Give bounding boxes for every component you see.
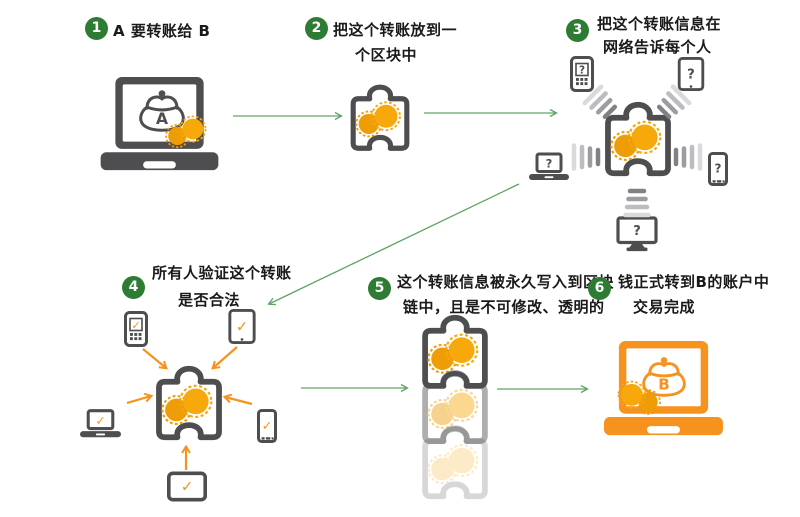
step-4-badge: 4 <box>122 276 145 299</box>
wallet-b-icon: B <box>642 355 686 397</box>
broadcast-waves-s <box>626 191 649 215</box>
check-mark: ✓ <box>181 478 194 496</box>
step-5-badge: 5 <box>368 277 391 300</box>
question-mark: ? <box>579 64 585 76</box>
feature-phone-question-icon: ? <box>570 56 594 92</box>
question-mark: ? <box>633 224 641 239</box>
broadcast-waves-ne <box>656 87 689 120</box>
wallet-b-letter: B <box>658 375 669 393</box>
step-2-label-line2: 个区块中 <box>355 46 418 64</box>
step-3-label-line1: 把这个转账信息在 <box>597 15 722 33</box>
step-3-badge: 3 <box>566 19 589 42</box>
validate-arrow-phone <box>142 348 168 370</box>
step-3-label-line2: 网络告诉每个人 <box>603 38 712 56</box>
step-5-label-line2: 链中，且是不可修改、透明的 <box>403 298 605 316</box>
check-mark: ✓ <box>95 414 105 428</box>
pad-check-icon: ✓ <box>167 471 207 502</box>
step-5-label-line1: 这个转账信息被永久写入到区块 <box>397 273 615 291</box>
broadcast-waves-w <box>574 146 598 169</box>
step-2-badge: 2 <box>305 17 328 40</box>
laptop-check-icon: ✓ <box>78 409 123 439</box>
tablet-question-icon: ? <box>677 57 705 91</box>
step-2-label-line1: 把这个转账放到一 <box>333 21 458 39</box>
smartphone-question-icon: ? <box>708 152 728 186</box>
broadcast-waves-e <box>676 146 700 169</box>
validate-arrow-tablet <box>211 346 238 370</box>
wallet-a-icon: A <box>139 88 185 132</box>
validate-arrow-smartphone <box>222 393 253 406</box>
monitor-question-icon: ? <box>616 216 658 253</box>
question-mark: ? <box>546 157 553 171</box>
step-1-label: A 要转账给 B <box>113 22 211 40</box>
step-6-label-line2: 交易完成 <box>633 298 696 316</box>
validate-arrow-laptop <box>126 392 154 405</box>
feature-phone-check-icon: ✓ <box>124 311 148 347</box>
question-mark: ? <box>715 162 722 176</box>
step-6-label-line1: 钱正式转到B的账户中 <box>618 273 770 291</box>
wallet-a-letter: A <box>156 109 169 128</box>
step-1-badge: 1 <box>85 17 108 40</box>
tablet-check-icon: ✓ <box>228 309 256 344</box>
step-4-label-line1: 所有人验证这个转账 <box>152 264 292 282</box>
arrow-step3-to-step4 <box>267 183 520 306</box>
step-6-badge: 6 <box>588 277 611 300</box>
check-mark: ✓ <box>236 318 248 335</box>
question-mark: ? <box>687 67 695 82</box>
broadcast-waves-nw <box>585 87 618 120</box>
step-4-label-line2: 是否合法 <box>178 291 241 309</box>
check-mark: ✓ <box>131 319 140 332</box>
laptop-question-icon: ? <box>527 152 571 182</box>
check-mark: ✓ <box>262 418 272 433</box>
smartphone-check-icon: ✓ <box>257 409 277 443</box>
